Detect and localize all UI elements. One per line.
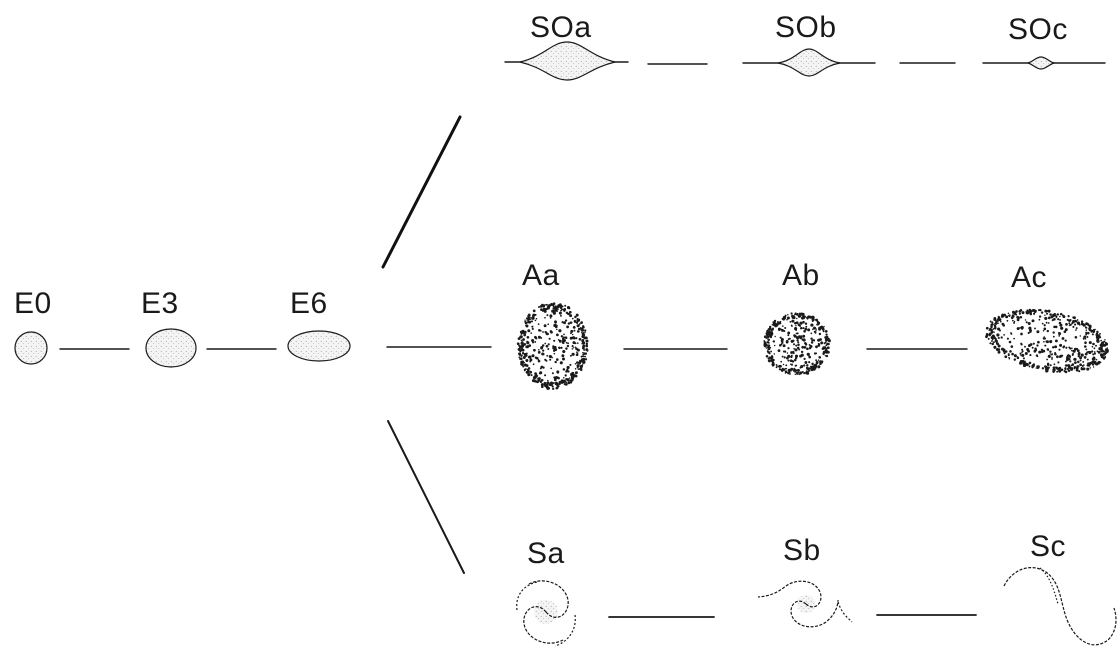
galaxy-e0 [15,332,47,364]
label-sob: SOb [775,11,837,44]
label-sb: Sb [783,534,821,567]
label-e6: E6 [290,287,328,320]
label-soa: SOa [530,11,592,44]
galaxy-e6 [288,331,350,361]
fork-upper-line [383,117,460,267]
label-e3: E3 [141,287,179,320]
galaxy-e3 [146,329,196,367]
label-sa: Sa [527,537,565,570]
galaxy-sc [1004,568,1116,645]
label-e0: E0 [14,287,52,320]
label-soc: SOc [1008,13,1068,46]
galaxy-soa [505,42,628,80]
label-ac: Ac [1011,261,1047,294]
fork-lower-line [388,421,464,573]
galaxy-ab [763,312,831,375]
label-ab: Ab [782,259,820,292]
galaxy-sb [758,581,852,627]
label-sc: Sc [1030,530,1066,563]
galaxy-sob [743,49,875,76]
galaxy-aa [517,302,589,390]
galaxy-sa [517,581,576,646]
galaxy-soc [983,57,1105,69]
label-aa: Aa [522,259,560,292]
galaxy-ac [985,309,1109,374]
